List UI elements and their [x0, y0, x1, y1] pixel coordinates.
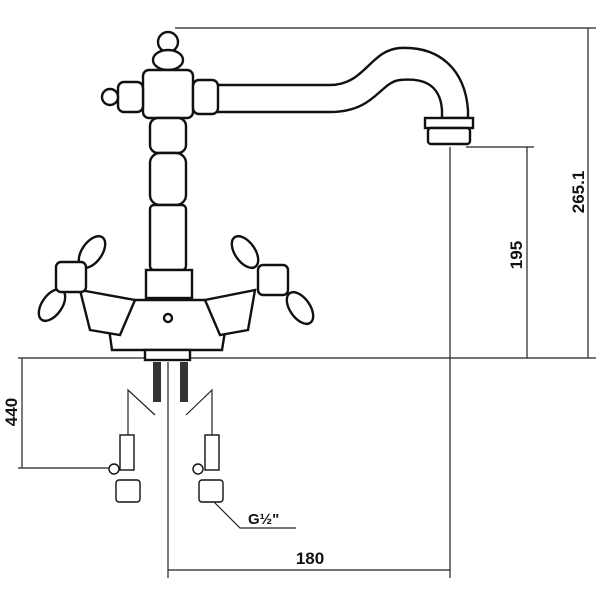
dimension-label-overall-height: 265.1: [569, 171, 588, 214]
faucet-body: [37, 30, 475, 362]
dimension-label-spout-reach: 180: [296, 549, 324, 568]
dimension-label-hose-length: 440: [2, 398, 21, 426]
thread-label: G½": [248, 511, 279, 528]
supply-hoses: [108, 362, 224, 503]
dimension-lines: [18, 27, 596, 578]
dimension-label-spout-height: 195: [507, 241, 526, 269]
